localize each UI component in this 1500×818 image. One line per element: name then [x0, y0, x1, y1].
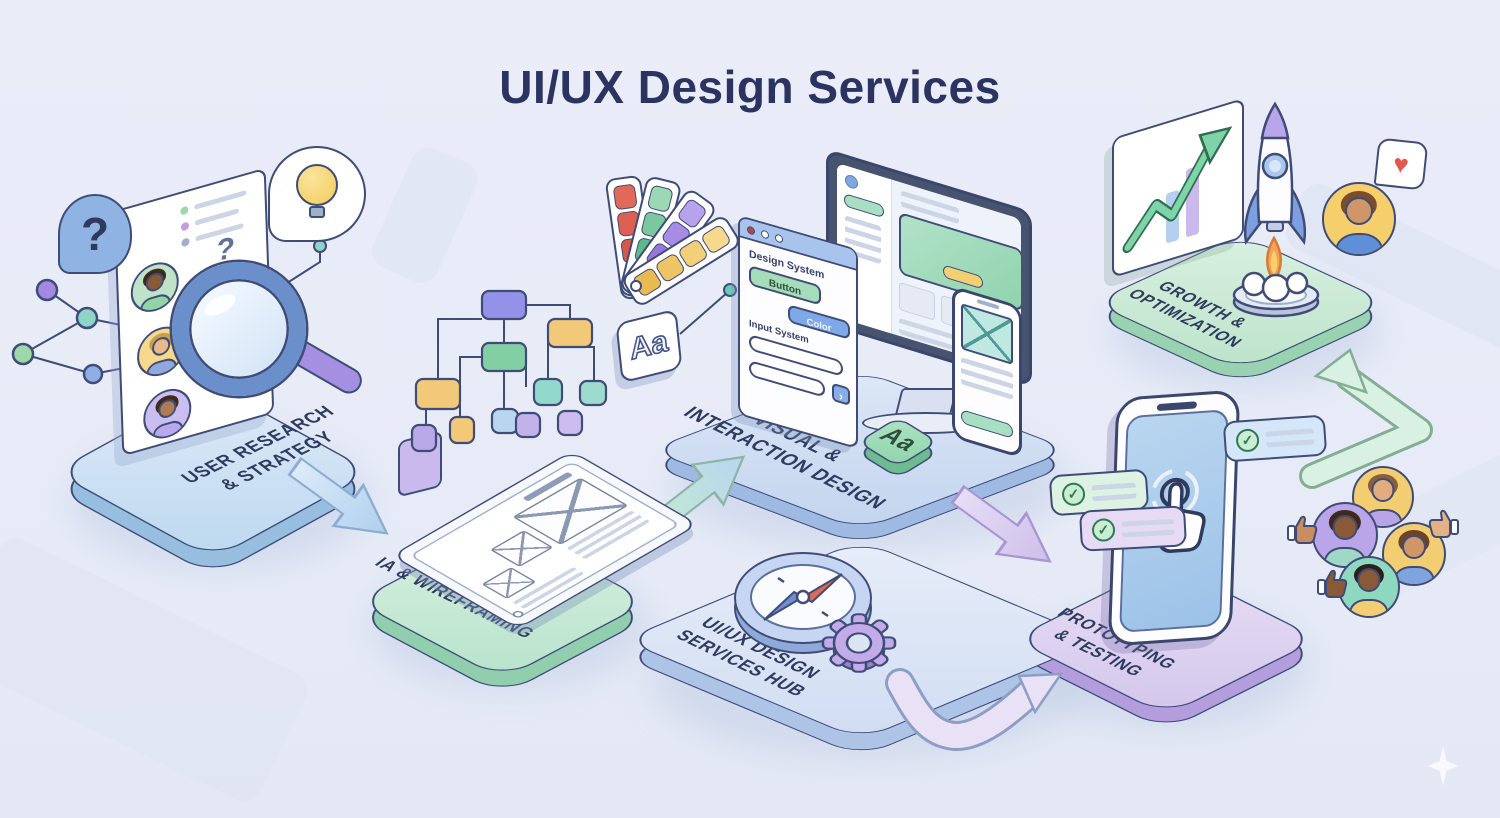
- avatar: [1352, 466, 1414, 528]
- placeholder-line: [194, 190, 247, 210]
- avatar-face: [1402, 534, 1426, 559]
- sidebar-pill: [844, 193, 884, 219]
- avatar-happy-user: [1322, 182, 1396, 256]
- placeholder-lines: [961, 357, 1013, 400]
- list-bullet: [181, 237, 190, 248]
- thumbs-up-icon: [1287, 515, 1318, 544]
- avatar-body: [140, 291, 171, 317]
- secondary-button-label: Color: [806, 316, 832, 335]
- check-icon: ✓: [1091, 517, 1116, 543]
- avatar: [845, 173, 858, 191]
- compass-face: [750, 564, 856, 630]
- typography-sample: Aa: [628, 324, 671, 368]
- next-button: ›: [832, 382, 850, 406]
- avatar-body: [146, 355, 177, 381]
- compass-needle: [763, 573, 843, 621]
- swatch-cell: [612, 183, 638, 211]
- avatar: [1382, 522, 1446, 586]
- page-title: UI/UX Design Services: [499, 61, 1001, 113]
- fan-pivot: [630, 280, 642, 292]
- check-icon: ✓: [1235, 428, 1260, 453]
- arrow-research-to-wireframing: [287, 456, 389, 535]
- avatar: [142, 383, 193, 445]
- content-box: [899, 281, 935, 321]
- thumbs-up-icon: [1428, 509, 1459, 538]
- home-button: [510, 609, 526, 619]
- typography-card: Aa: [615, 308, 683, 384]
- thumbs-up-icon: [1317, 569, 1348, 598]
- avatar-body: [152, 418, 184, 444]
- feedback-bubble: ✓: [1222, 414, 1328, 463]
- check-icon: ✓: [1061, 482, 1086, 507]
- image-placeholder: [961, 303, 1013, 365]
- feedback-bubble: ✓: [1078, 505, 1188, 552]
- window-dot: [761, 229, 769, 240]
- avatar: [129, 256, 180, 318]
- lens-highlight: [201, 289, 239, 321]
- avatar-body: [1349, 598, 1389, 616]
- placeholder-lines: [1121, 518, 1175, 538]
- question-mark-glyph: ?: [80, 208, 110, 260]
- list-bullet: [180, 205, 189, 216]
- lightbulb-icon: [296, 164, 338, 206]
- placeholder-lines: [1091, 481, 1137, 501]
- avatar-body: [1335, 233, 1383, 254]
- growth-chart: [1112, 97, 1244, 279]
- gear-icon: [821, 613, 897, 673]
- magnifier-icon: [172, 262, 306, 396]
- avatar-face: [1345, 196, 1373, 225]
- sparkle-icon: [1428, 746, 1458, 786]
- idea-bubble: [268, 146, 366, 242]
- arrow-hub-to-prototyping: [885, 668, 1064, 751]
- chart-content: [1122, 126, 1233, 254]
- cta-button: [943, 264, 983, 290]
- swatch-cell: [646, 184, 674, 214]
- window-dot: [775, 233, 783, 244]
- rocket-icon: [1232, 101, 1320, 318]
- network-graph-icon: [11, 278, 146, 385]
- placeholder-lines: [1265, 427, 1315, 448]
- placeholder-line: [194, 208, 239, 226]
- sitemap-icon: [410, 289, 608, 453]
- arrow-visual-to-prototyping: [950, 484, 1052, 563]
- avatar-face: [1371, 478, 1395, 502]
- connector-line: [679, 283, 737, 335]
- avatar-face: [1357, 568, 1381, 592]
- chevron-right-icon: ›: [839, 388, 843, 404]
- avatar-face: [1332, 515, 1358, 540]
- avatar: [1338, 556, 1400, 618]
- heart-icon: ♥: [1391, 148, 1411, 180]
- question-bubble-icon: ?: [58, 194, 132, 274]
- arrow-prototyping-to-growth: [1299, 347, 1433, 489]
- phone-mockup-small: [952, 285, 1022, 459]
- background-ribbon: [366, 141, 484, 289]
- background-ribbon: [0, 532, 314, 808]
- lightbulb-base: [309, 206, 325, 218]
- list-bullet: [180, 221, 190, 232]
- primary-button-label: Button: [768, 277, 802, 298]
- phone-notch: [1156, 401, 1198, 412]
- heart-bubble: ♥: [1373, 137, 1429, 191]
- color-swatches-icon: [600, 162, 760, 312]
- bottom-pill: [961, 409, 1013, 439]
